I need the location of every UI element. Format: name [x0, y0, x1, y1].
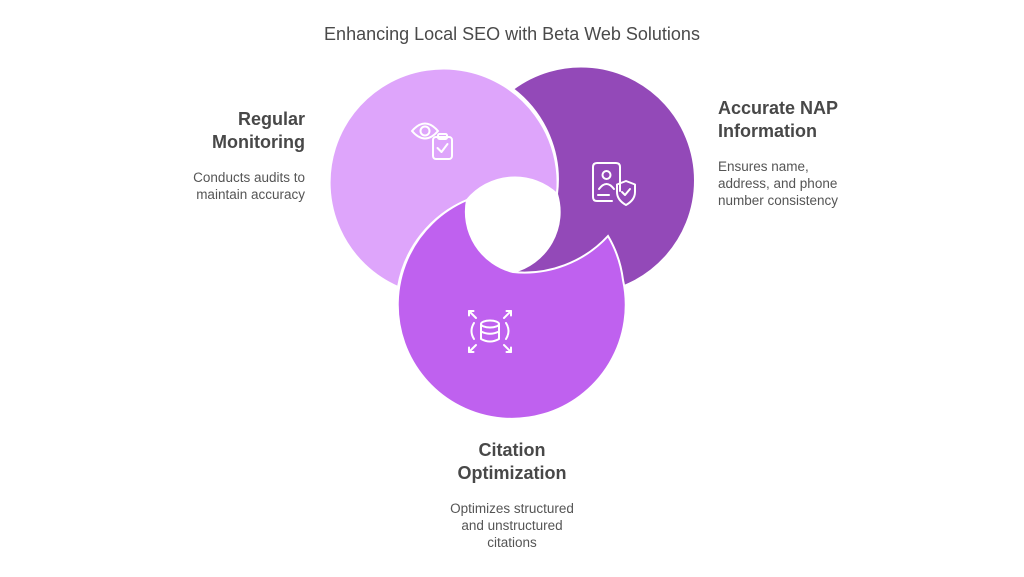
citation-optimization-label: Citation Optimization Optimizes structur… — [412, 439, 612, 551]
regular-monitoring-label: Regular Monitoring Conducts audits to ma… — [145, 108, 305, 203]
ring-citation-optimization — [396, 198, 627, 420]
regular-monitoring-description: Conducts audits to maintain accuracy — [145, 169, 305, 203]
id-card-shield-icon — [592, 162, 636, 206]
accurate-nap-desc-line1: Ensures name, — [718, 159, 809, 174]
regular-monitoring-desc-line1: Conducts audits to — [193, 170, 305, 185]
regular-monitoring-title-line1: Regular — [237, 109, 305, 129]
database-expand-icon — [468, 310, 512, 353]
citation-optimization-desc-line2: and unstructured — [461, 518, 563, 533]
accurate-nap-title: Accurate NAP Information — [718, 97, 888, 143]
citation-optimization-description: Optimizes structured and unstructured ci… — [442, 500, 582, 551]
regular-monitoring-title-line2: Monitoring — [212, 132, 305, 152]
accurate-nap-description: Ensures name, address, and phone number … — [718, 158, 853, 209]
citation-optimization-title-line2: Optimization — [457, 463, 567, 483]
accurate-nap-title-line2: Information — [718, 121, 817, 141]
citation-optimization-desc-line1: Optimizes structured — [450, 501, 574, 516]
citation-optimization-desc-line3: citations — [487, 535, 537, 550]
accurate-nap-title-line1: Accurate NAP — [718, 98, 839, 118]
accurate-nap-desc-line2: address, and phone — [718, 176, 838, 191]
regular-monitoring-title: Regular Monitoring — [195, 108, 305, 154]
accurate-nap-desc-line3: number consistency — [718, 193, 839, 208]
eye-clipboard-icon — [411, 122, 453, 160]
citation-optimization-title-line1: Citation — [478, 440, 546, 460]
citation-optimization-title: Citation Optimization — [447, 439, 577, 485]
page-title: Enhancing Local SEO with Beta Web Soluti… — [324, 24, 700, 44]
regular-monitoring-desc-line2: maintain accuracy — [196, 187, 305, 202]
accurate-nap-label: Accurate NAP Information Ensures name, a… — [718, 97, 888, 209]
